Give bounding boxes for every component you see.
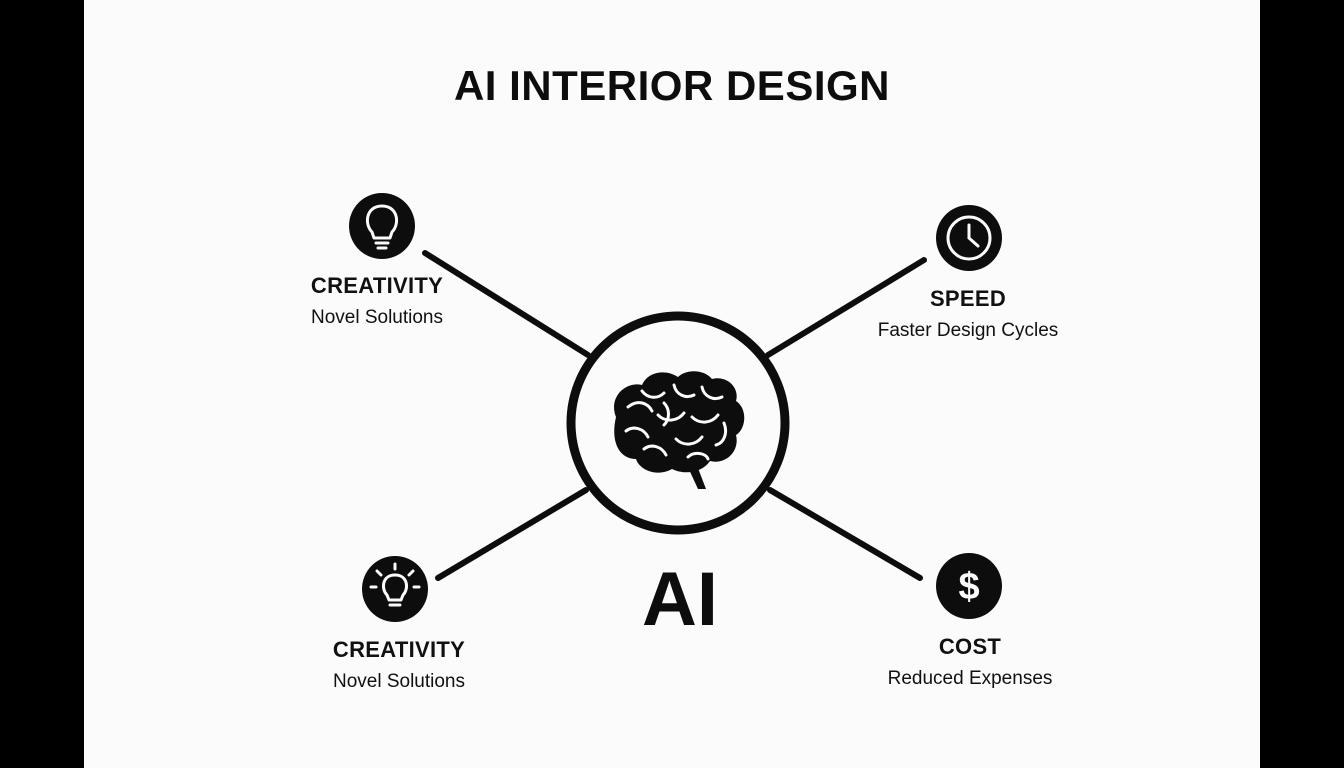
connector-top-left (422, 250, 591, 358)
page-title: AI INTERIOR DESIGN (453, 62, 891, 109)
node-subtitle: Reduced Expenses (887, 668, 1053, 689)
node-heading: COST (938, 634, 1002, 659)
node-subtitle: Novel Solutions (332, 671, 466, 692)
lightbulb-icon (349, 193, 415, 259)
node-subtitle: Novel Solutions (310, 307, 444, 328)
clock-icon (936, 205, 1002, 271)
connector-bottom-right (767, 487, 923, 581)
glowing-lightbulb-icon (362, 556, 428, 622)
node-heading: SPEED (929, 286, 1007, 311)
node-top-right: SPEED Faster Design Cycles (838, 286, 1098, 342)
svg-text:$: $ (958, 566, 979, 608)
node-heading: CREATIVITY (332, 637, 466, 662)
node-heading: CREATIVITY (310, 273, 444, 298)
connector-top-right (765, 257, 927, 358)
node-subtitle: Faster Design Cycles (877, 320, 1059, 341)
connector-bottom-left (435, 487, 589, 581)
node-bottom-right: COST Reduced Expenses (840, 634, 1100, 690)
node-bottom-left: CREATIVITY Novel Solutions (269, 637, 529, 693)
dollar-icon: $ (936, 553, 1002, 619)
brain-icon (614, 371, 745, 489)
center-label: AI (642, 557, 718, 642)
node-top-left: CREATIVITY Novel Solutions (247, 273, 507, 329)
